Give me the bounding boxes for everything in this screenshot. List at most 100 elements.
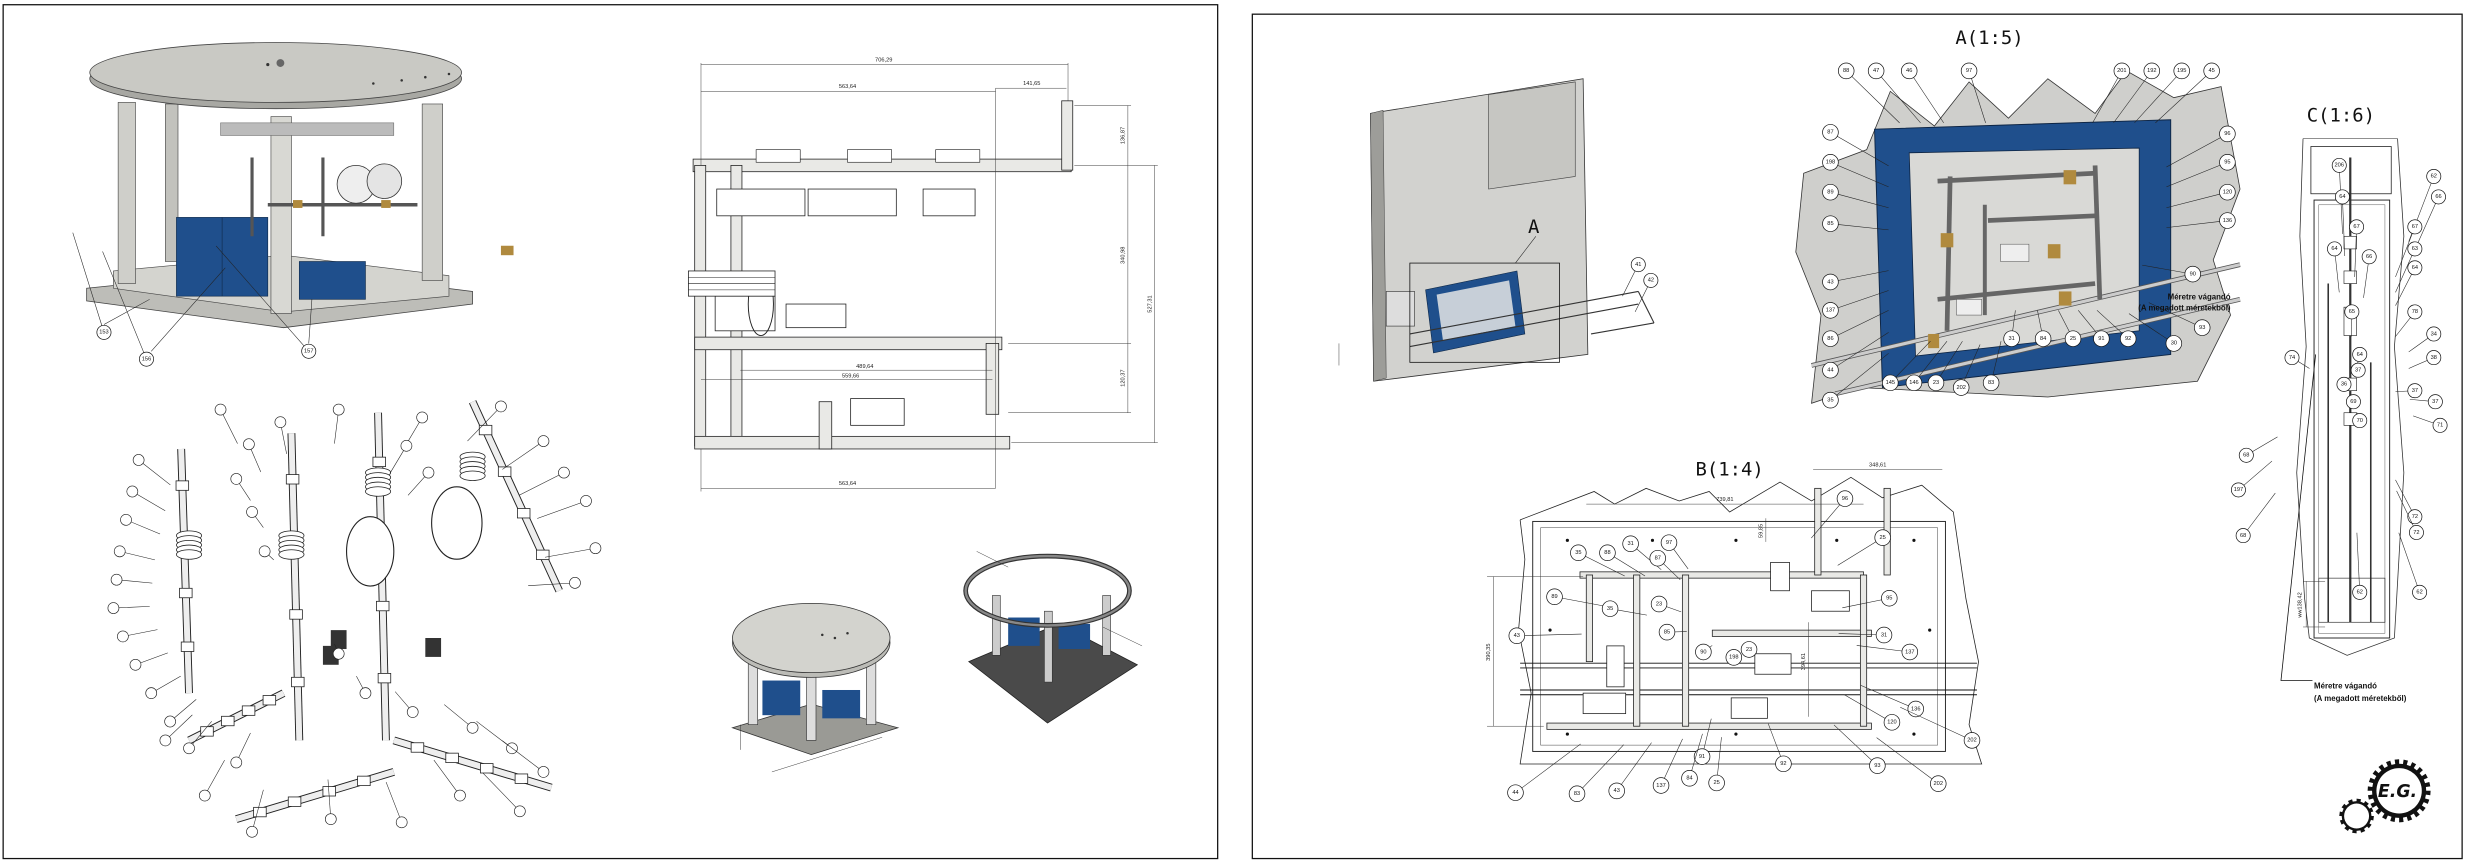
balloon-number: 43: [1827, 279, 1833, 285]
balloon-leader: [113, 606, 150, 609]
part-balloon: 89: [1822, 183, 1839, 201]
balloon-leader: [2148, 302, 2203, 328]
bellows-ring: [365, 486, 392, 497]
balloon-number: 87: [1655, 556, 1661, 562]
valve-body: [425, 638, 442, 657]
balloon-leader: [1830, 191, 1889, 209]
part-balloon: 36: [2336, 376, 2352, 392]
part-balloon: 42: [1643, 272, 1659, 288]
balloon-leader: [1830, 132, 1889, 167]
part-balloon: 96: [2219, 125, 2236, 143]
detail-b-dim-height: 390,35: [1486, 644, 1492, 661]
balloon-number: 86: [1827, 336, 1833, 342]
balloon-number: 46: [1906, 68, 1912, 74]
detail-a-drawing: [1795, 70, 2241, 404]
balloon-number: 197: [2234, 487, 2243, 493]
balloon-leader: [1616, 742, 1652, 792]
balloon-number: 96: [1842, 496, 1848, 502]
part-balloon: [332, 647, 345, 660]
balloon-number: 43: [1614, 788, 1620, 794]
detail-b-dim-offset: 59,85: [1759, 524, 1765, 538]
part-balloon: [580, 495, 592, 507]
balloon-leader: [2128, 313, 2175, 344]
dim-lower-height: 120,37: [1121, 369, 1127, 386]
part-balloon: 30: [2165, 335, 2183, 352]
part-balloon: 46: [1900, 62, 1918, 80]
part-balloon: 64: [2407, 260, 2423, 276]
part-balloon: 38: [2426, 350, 2442, 366]
part-balloon: 37: [2407, 383, 2423, 399]
part-balloon: 89: [1546, 588, 1563, 606]
balloon-leader: [2155, 70, 2212, 124]
eg-gear-logo: E.G.: [2339, 759, 2431, 834]
pipe-fitting: [497, 466, 512, 477]
part-balloon: 41: [1630, 257, 1646, 273]
pipe-fitting: [287, 796, 302, 807]
balloon-leader: [433, 759, 461, 796]
part-balloon: 87: [1649, 549, 1666, 567]
left-sheet-border: [2, 4, 1219, 860]
part-balloon: [422, 466, 435, 479]
pipe-fitting: [179, 587, 193, 599]
part-balloon: [198, 789, 211, 802]
pipe-fitting: [221, 715, 235, 727]
balloon-number: 202: [1956, 385, 1965, 391]
balloon-leader: [1846, 70, 1900, 124]
part-balloon: 153: [96, 324, 112, 340]
part-balloon: [324, 813, 337, 825]
part-balloon: 137: [1901, 643, 1919, 661]
balloon-number: 64: [2339, 194, 2345, 200]
balloon-number: 95: [2224, 160, 2230, 166]
balloon-number: 97: [1666, 540, 1672, 546]
exploded-pipe-assembly: [107, 400, 602, 838]
balloon-number: 31: [1881, 632, 1887, 638]
gear-hole: [2344, 803, 2370, 829]
dim-pipe-span-bottom: 563,64: [839, 481, 856, 487]
balloon-number: 78: [2412, 309, 2418, 315]
balloon-number: 146: [1909, 380, 1918, 386]
part-balloon: 97: [1960, 62, 1978, 80]
balloon-leader: [204, 759, 225, 796]
part-balloon: 71: [2432, 417, 2448, 433]
part-balloon: 31: [1875, 626, 1893, 644]
part-balloon: [332, 403, 345, 416]
detail-a-title: A(1:5): [1955, 27, 2023, 49]
part-balloon: 202: [1952, 379, 1970, 396]
pipe-fitting: [516, 508, 531, 519]
balloon-number: 66: [2366, 254, 2372, 260]
part-balloon: [159, 734, 172, 747]
detail-a-box: [1409, 262, 1560, 363]
balloon-leader: [528, 582, 575, 586]
pipe-fitting: [180, 641, 195, 652]
part-balloon: 93: [1869, 757, 1886, 774]
pipe-fitting: [478, 424, 493, 436]
part-balloon: 93: [2193, 319, 2211, 336]
part-balloon: 146: [1905, 374, 1923, 392]
pressure-gauge: [346, 516, 395, 587]
balloon-leader: [165, 714, 193, 741]
balloon-leader: [537, 500, 587, 519]
balloon-number: 202: [1934, 781, 1943, 787]
balloon-number: 66: [2435, 194, 2441, 200]
pipe-fitting: [253, 806, 267, 818]
balloon-number: 72: [2413, 530, 2419, 536]
part-balloon: 92: [1775, 755, 1792, 773]
balloon-number: 43: [1514, 633, 1520, 639]
part-balloon: 66: [2431, 189, 2446, 205]
balloon-leader: [1900, 707, 1973, 741]
balloon-number: 153: [99, 330, 108, 336]
balloon-number: 62: [2431, 174, 2437, 180]
part-balloon: 43: [1508, 627, 1526, 644]
part-balloon: 34: [2426, 326, 2442, 342]
part-balloon: [110, 573, 123, 586]
part-balloon: [569, 577, 581, 589]
balloon-number: 136: [1911, 706, 1920, 712]
balloon-leader: [2395, 248, 2416, 293]
part-balloon: 35: [1822, 391, 1839, 409]
balloon-number: 47: [1873, 68, 1879, 74]
balloon-number: 137: [1905, 649, 1914, 655]
part-balloon: 31: [2003, 330, 2020, 347]
balloon-leader: [1890, 341, 1931, 383]
